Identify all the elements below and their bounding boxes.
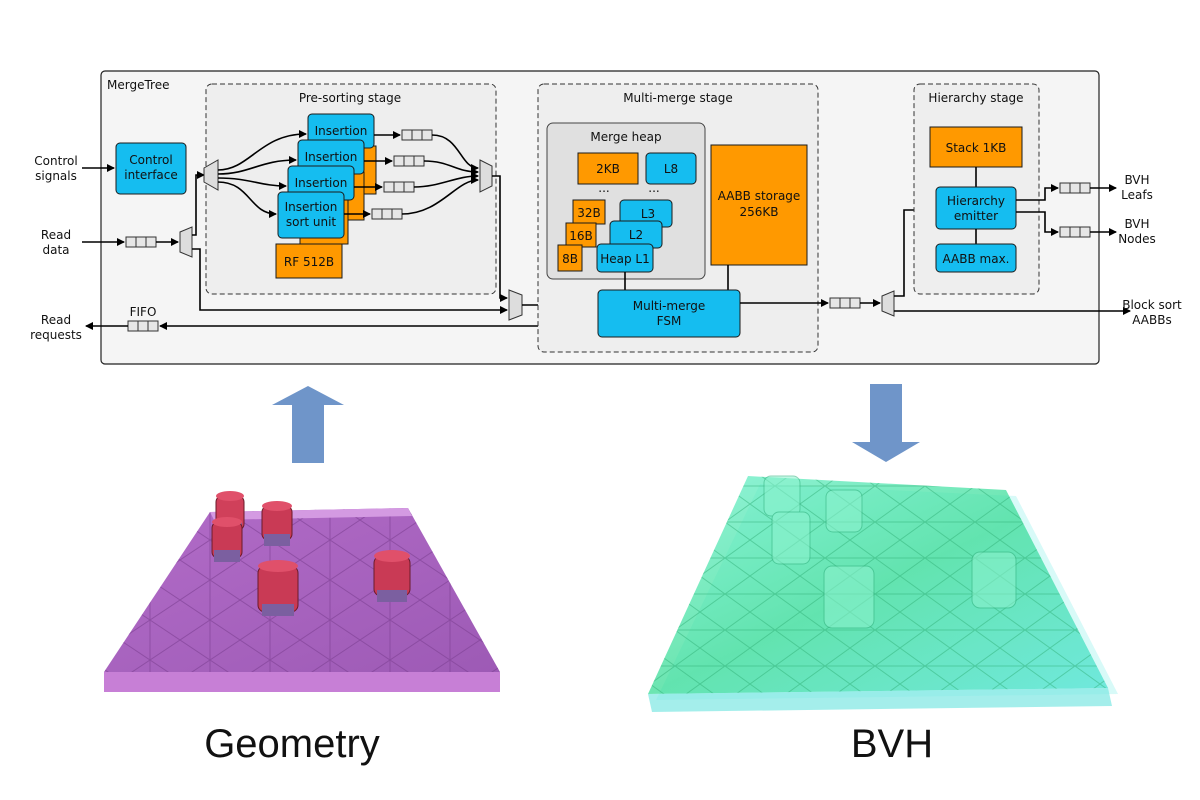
aabb-storage-label-2: 256KB: [739, 205, 778, 219]
read-data-label-2: data: [42, 243, 69, 257]
presorting-title: Pre-sorting stage: [299, 91, 401, 105]
mergetree-title: MergeTree: [107, 78, 169, 92]
bvh-scene-image: [648, 475, 1118, 712]
emitter-label-1: Hierarchy: [947, 194, 1005, 208]
control-interface-label-2: interface: [124, 168, 178, 182]
bvh-nodes-fifo: [1059, 226, 1091, 238]
mem-32b: [572, 199, 606, 225]
rf-512b-label: RF 512B: [284, 255, 334, 269]
bvh-leafs-label-2: Leafs: [1121, 188, 1153, 202]
geometry-caption: Geometry: [204, 722, 380, 766]
geometry-scene-image: [104, 491, 500, 692]
multimerge-title: Multi-merge stage: [623, 91, 733, 105]
presort-fifo-4: [371, 208, 403, 220]
heap-l1-label: Heap L1: [600, 252, 650, 266]
bvh-leafs-fifo: [1059, 182, 1091, 194]
merge-heap-title: Merge heap: [590, 130, 661, 144]
insertion-label-3: Insertion: [295, 176, 348, 190]
bvh-nodes-label-1: BVH: [1124, 217, 1149, 231]
rf-512b-box: [275, 243, 343, 279]
presort-fifo-2: [393, 155, 425, 167]
read-requests-label-1: Read: [41, 313, 71, 327]
presort-fifo-3: [383, 181, 415, 193]
aabb-max-label: AABB max.: [943, 252, 1010, 266]
splitter-presort: [203, 159, 219, 191]
multimerge-fifo: [829, 297, 861, 309]
down-arrow-icon: [852, 384, 920, 462]
insertion-sort-label-2: sort unit: [286, 215, 337, 229]
level-l3-label: L3: [641, 207, 655, 221]
level-l8-label: L8: [664, 162, 678, 176]
mem-8b: [557, 244, 583, 272]
level-l2-label: L2: [629, 228, 643, 242]
dots-right: ...: [648, 181, 659, 195]
insertion-label-2: Insertion: [305, 150, 358, 164]
mem-32b-label: 32B: [577, 206, 601, 220]
fifo-label: FIFO: [130, 305, 157, 319]
mem-2kb-label: 2KB: [596, 162, 620, 176]
insertion-sort-label-1: Insertion: [285, 200, 338, 214]
mux-presort: [479, 159, 493, 193]
insertion-label-1: Insertion: [315, 124, 368, 138]
mux-multimerge: [508, 289, 523, 321]
block-sort-label-2: AABBs: [1132, 313, 1171, 327]
up-arrow-icon: [272, 386, 344, 463]
demux-hierarchy: [881, 290, 895, 317]
stack-1kb-label: Stack 1KB: [946, 141, 1007, 155]
dots-left: ...: [598, 181, 609, 195]
aabb-storage: [710, 144, 808, 266]
bvh-caption: BVH: [851, 722, 933, 766]
control-signals-label-1: Control: [34, 154, 77, 168]
mem-16b: [565, 222, 597, 248]
control-interface-label-1: Control: [129, 153, 172, 167]
mem-2kb: [577, 152, 639, 185]
block-sort-label-1: Block sort: [1122, 298, 1182, 312]
hierarchy-title: Hierarchy stage: [928, 91, 1023, 105]
read-data-label-1: Read: [41, 228, 71, 242]
read-data-fifo: [125, 236, 157, 248]
multimerge-fsm: [597, 289, 741, 338]
aabb-storage-label-1: AABB storage: [718, 189, 801, 203]
bvh-nodes-label-2: Nodes: [1118, 232, 1156, 246]
fsm-label-1: Multi-merge: [633, 299, 705, 313]
control-signals-label-2: signals: [35, 169, 77, 183]
presort-fifo-1: [401, 129, 433, 141]
control-interface-box: [115, 142, 187, 195]
bvh-leafs-label-1: BVH: [1124, 173, 1149, 187]
fsm-label-2: FSM: [657, 314, 682, 328]
mem-16b-label: 16B: [569, 229, 593, 243]
insertion-sort-unit: [277, 191, 345, 239]
read-requests-label-2: requests: [30, 328, 82, 342]
level-l8: [645, 152, 697, 185]
mem-8b-label: 8B: [562, 252, 578, 266]
read-requests-fifo: [127, 320, 159, 332]
aabb-max: [935, 243, 1017, 273]
emitter-label-2: emitter: [954, 209, 998, 223]
demux-read: [179, 226, 193, 258]
